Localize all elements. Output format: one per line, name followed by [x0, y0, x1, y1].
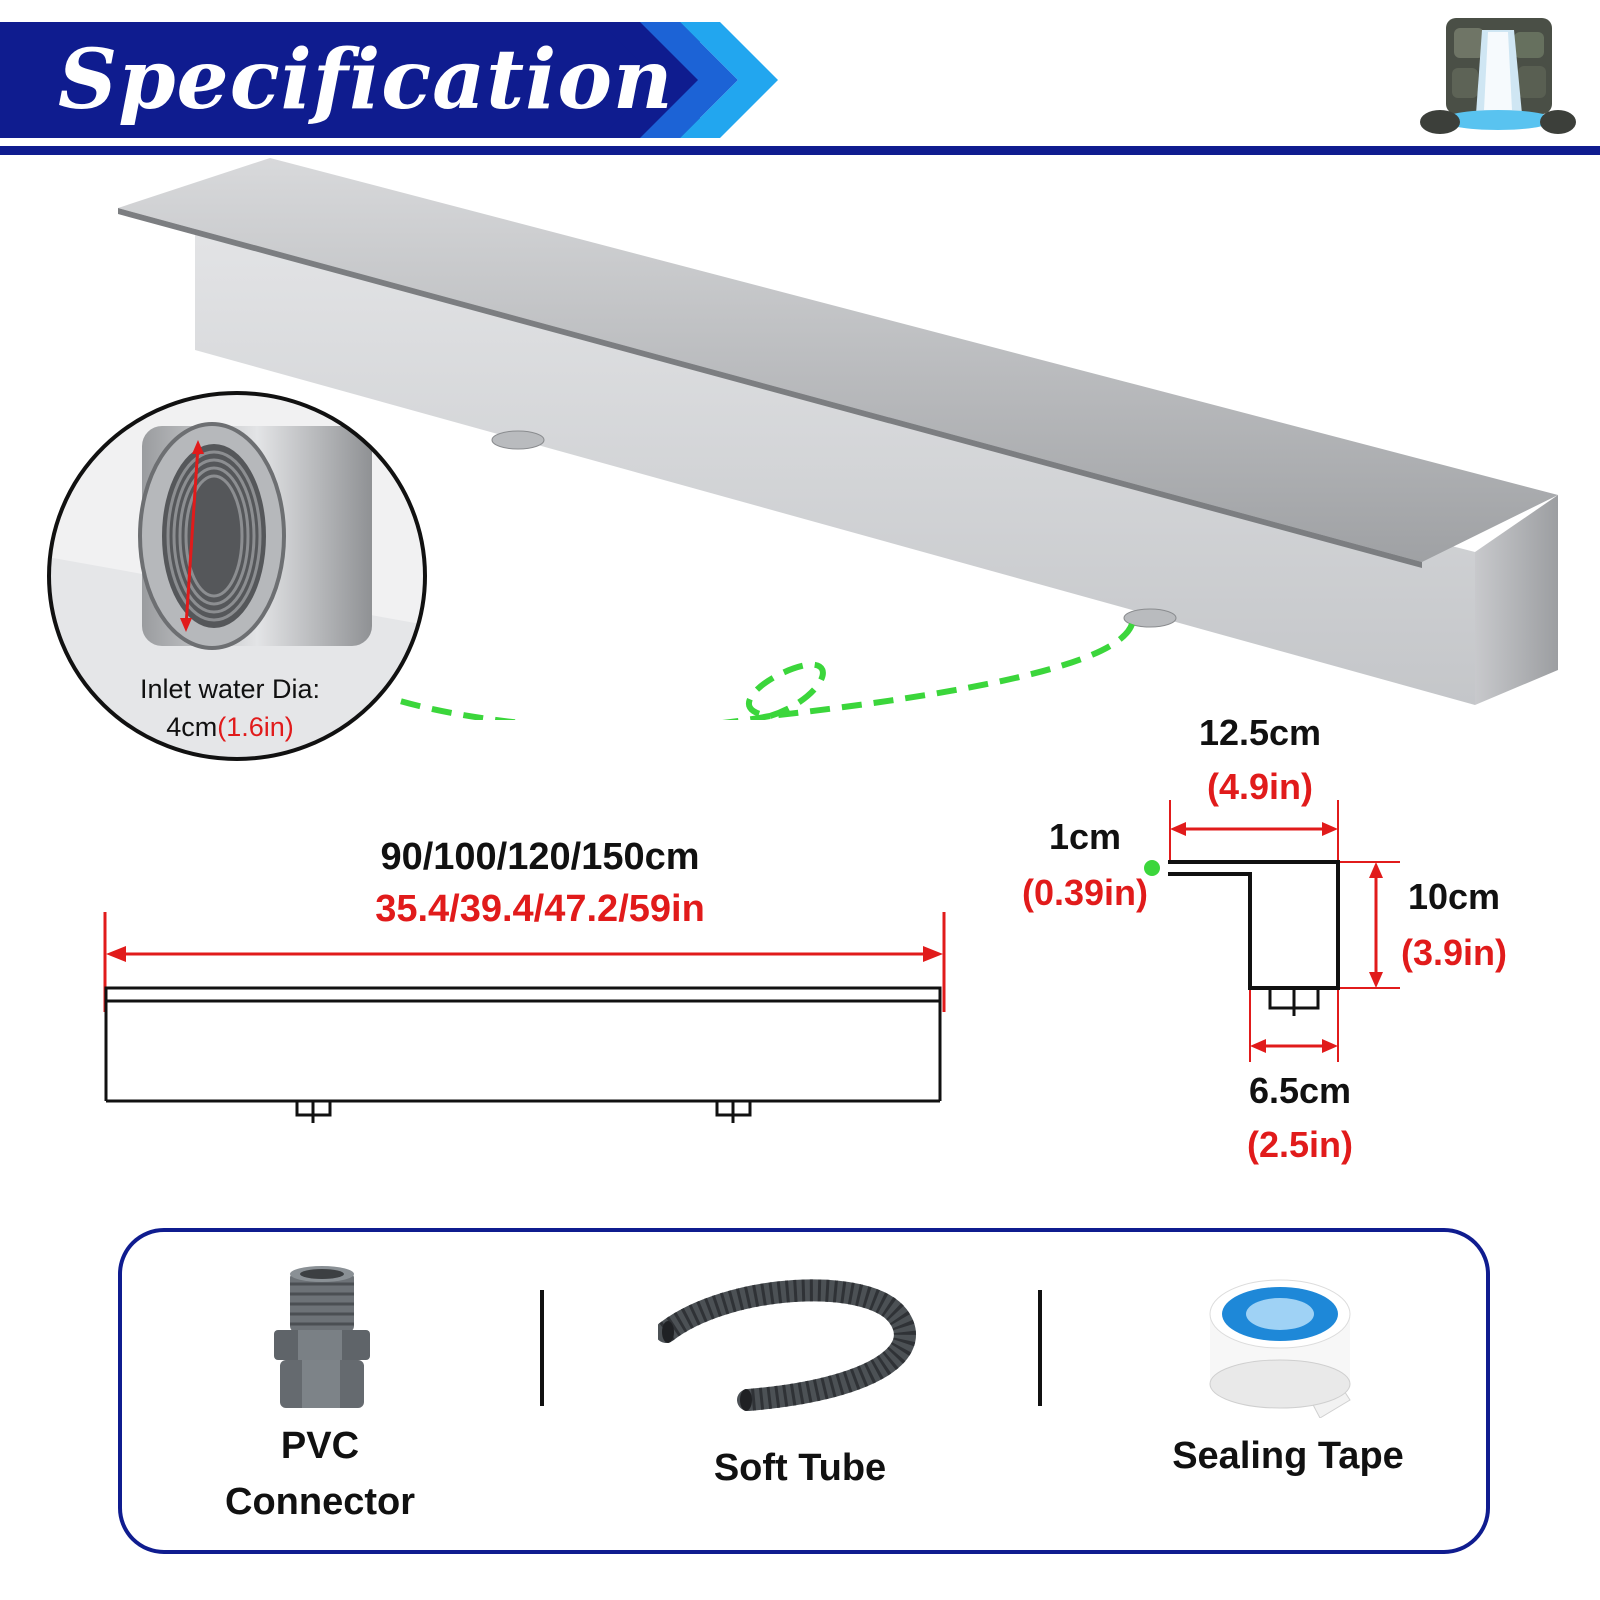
pvc-connector-icon [274, 1266, 370, 1408]
profile-width-in: (4.9in) [1206, 766, 1313, 807]
accessory-divider [540, 1290, 544, 1406]
header-banner [0, 22, 700, 138]
profile-lip-cm: 1cm [1048, 816, 1122, 857]
sealing-tape-icon [1209, 1279, 1351, 1418]
waterfall-spillway-render [118, 158, 1558, 720]
page-title: Specification [58, 32, 674, 128]
inlet-caption-line2: 4cm(1.6in) [110, 708, 350, 746]
inlet-value-cm: 4cm [166, 712, 218, 742]
profile-width-cm: 12.5cm [1198, 712, 1322, 753]
accessory-label-pvc-line1: PVC [280, 1425, 360, 1467]
header-divider [0, 146, 1600, 155]
waterfall-rock-icon [1420, 18, 1576, 134]
profile-height-in: (3.9in) [1400, 932, 1507, 973]
chevron-arrows-icon [600, 22, 778, 138]
inlet-value-in: (1.6in) [217, 712, 294, 742]
accessory-label-soft-tube: Soft Tube [713, 1447, 887, 1489]
soft-tube-icon [658, 1279, 916, 1411]
profile-height-cm: 10cm [1407, 876, 1501, 917]
accessory-label-sealing-tape: Sealing Tape [1172, 1435, 1404, 1477]
profile-bottom-cm: 6.5cm [1248, 1070, 1352, 1111]
profile-lip-in: (0.39in) [1021, 872, 1149, 913]
profile-section-drawing [1144, 800, 1400, 1062]
length-in-label: 35.4/39.4/47.2/59in [375, 888, 705, 930]
profile-bottom-in: (2.5in) [1246, 1124, 1353, 1165]
accessory-label-pvc: PVC Connector [200, 1418, 440, 1530]
length-cm-label: 90/100/120/150cm [380, 836, 700, 878]
length-outline-drawing [103, 912, 946, 1123]
inlet-caption-line1: Inlet water Dia: [139, 674, 321, 704]
accessory-divider [1038, 1290, 1042, 1406]
inlet-caption: Inlet water Dia: 4cm(1.6in) [110, 670, 350, 746]
inlet-detail-magnifier [47, 391, 427, 761]
accessory-label-pvc-line2: Connector [225, 1481, 415, 1523]
